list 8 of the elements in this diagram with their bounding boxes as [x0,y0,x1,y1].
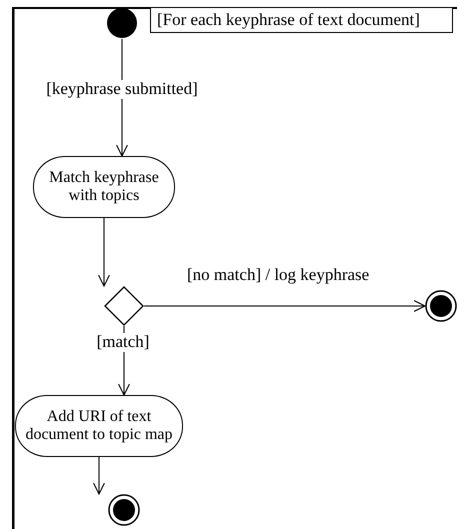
arrow [93,456,105,495]
guard-label: [match] [94,333,152,352]
arrow [98,218,110,287]
action-node: Add URI of text document to topic map [15,395,183,457]
frame-heading: [For each keyphrase of text document] [150,7,453,33]
guard-label: [no match] / log keyphrase [185,266,372,285]
action-node: Match keyphrase with topics [33,156,175,218]
arrow [144,300,426,312]
